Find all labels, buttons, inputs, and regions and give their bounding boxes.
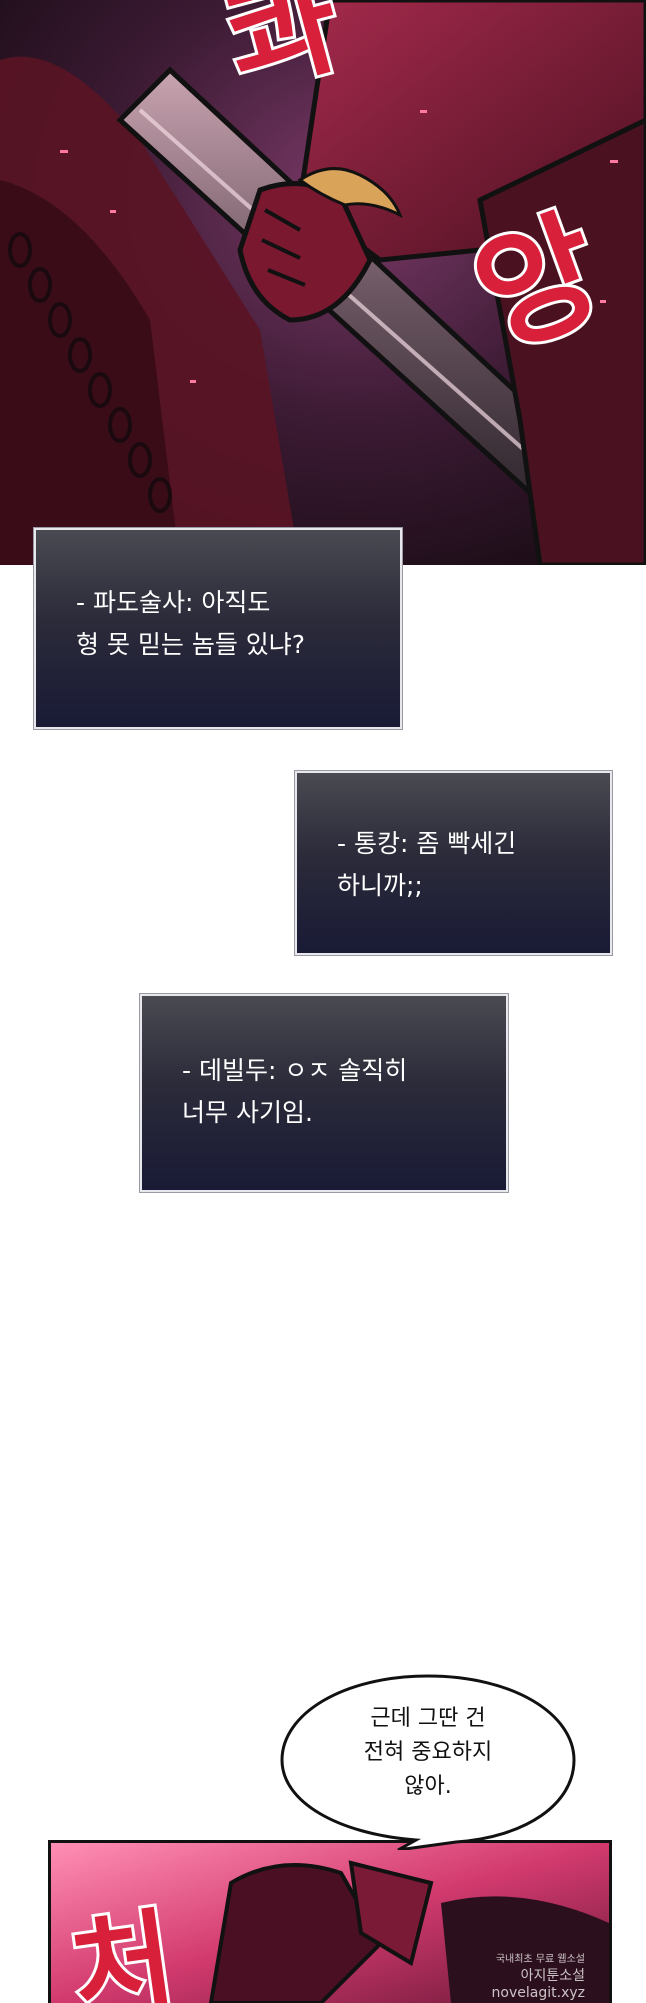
watermark-site: novelagit.xyz [491,1985,585,2001]
speech-line: 전혀 중요하지 [363,1740,493,1765]
speech-line: 근데 그딴 건 [370,1706,486,1731]
chat-message-1: - 파도술사: 아직도 형 못 믿는 놈들 있냐? [34,528,402,729]
chat-message-line: 너무 사기임. [182,1098,313,1127]
watermark: 국내최초 무료 웹소설 아지툰소설 novelagit.xyz [492,1950,585,2001]
chat-message-line: 하니까;; [337,871,423,900]
chat-message-line: - 통캉: 좀 빡세긴 [337,829,517,858]
speech-bubble-text: 근데 그딴 건 전혀 중요하지 않아. [278,1702,578,1804]
speech-bubble: 근데 그딴 건 전혀 중요하지 않아. [278,1672,578,1852]
action-panel-bottom: 처 국내최초 무료 웹소설 아지툰소설 novelagit.xyz [48,1840,612,2003]
speech-line: 않아. [404,1774,452,1799]
pink-action-illustration: 처 [51,1843,609,2003]
armored-arm-illustration: 콰 앙 [0,0,646,565]
chat-message-3: - 데빌두: ㅇㅈ 솔직히 너무 사기임. [140,994,508,1192]
watermark-brand: 아지툰소설 [520,1968,585,1984]
chat-message-line: 형 못 믿는 놈들 있냐? [76,630,306,659]
chat-message-line: - 파도술사: 아직도 [76,588,271,617]
watermark-subtitle: 국내최초 무료 웹소설 [495,1954,585,1965]
sfx-bottom: 처 [64,1896,182,2003]
chat-message-2: - 통캉: 좀 빡세긴 하니까;; [295,771,612,955]
action-panel-top: 콰 앙 [0,0,646,565]
chat-message-line: - 데빌두: ㅇㅈ 솔직히 [182,1056,408,1085]
